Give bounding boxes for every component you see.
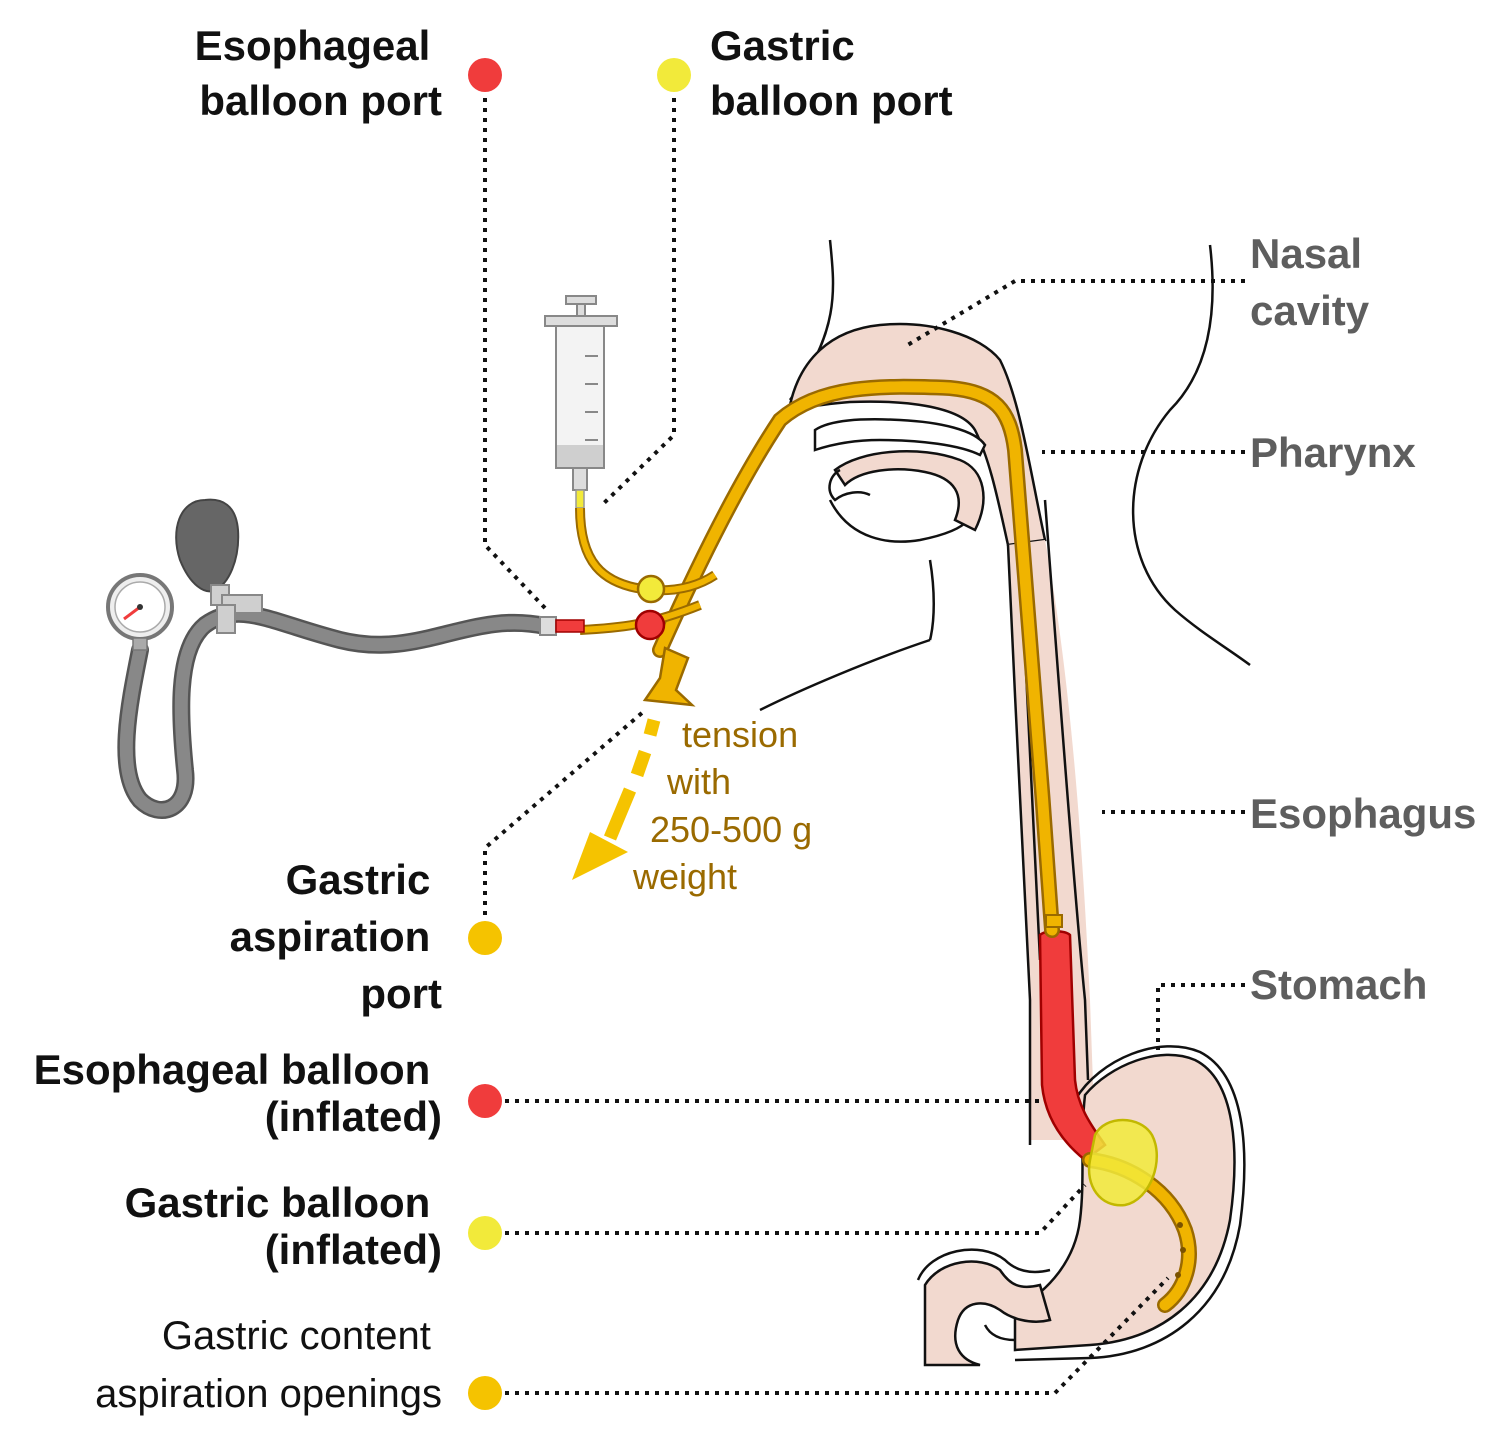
- manometer-gauge: [106, 573, 174, 651]
- bulb-pump: [175, 498, 263, 634]
- aspiration-openings-dot: [468, 1376, 502, 1410]
- label-gastric-port: Gastric balloon port: [710, 22, 953, 124]
- esophageal-port-junction: [634, 609, 666, 641]
- gastric-port-junction: [636, 574, 666, 604]
- label-gastric-balloon: Gastric balloon (inflated): [125, 1179, 442, 1273]
- label-aspiration-openings: Gastric content aspiration openings: [95, 1314, 442, 1416]
- label-esophageal-balloon: Esophageal balloon (inflated): [34, 1046, 442, 1140]
- label-esophagus: Esophagus: [1250, 790, 1476, 837]
- gastric-balloon-inflated: [1087, 1118, 1158, 1207]
- syringe: [544, 295, 618, 509]
- gastric-balloon-dot: [468, 1216, 502, 1250]
- palate: [813, 418, 987, 457]
- esophageal-balloon-dot: [468, 1084, 502, 1118]
- leader-lines: [483, 98, 1245, 1395]
- label-tension: tension with 250-500 g weight: [632, 714, 822, 897]
- label-esophageal-port: Esophageal balloon port: [195, 22, 442, 124]
- label-stomach: Stomach: [1250, 961, 1427, 1008]
- label-gastric-aspiration-port: Gastric aspiration port: [230, 856, 442, 1017]
- tension-arrow: [572, 718, 661, 880]
- aspiration-port-dot: [468, 921, 502, 955]
- manometer-hose: [117, 604, 585, 819]
- esophageal-port-dot: [468, 58, 502, 92]
- gastric-port-dot: [657, 58, 691, 92]
- tongue: [833, 450, 985, 532]
- label-nasal-cavity: Nasal cavity: [1250, 230, 1374, 334]
- nasal-pharynx-tissue: [788, 322, 1047, 547]
- aspiration-funnel: [642, 646, 696, 707]
- nasal-cavity-tissue: [788, 322, 1047, 547]
- label-pharynx: Pharynx: [1250, 429, 1416, 476]
